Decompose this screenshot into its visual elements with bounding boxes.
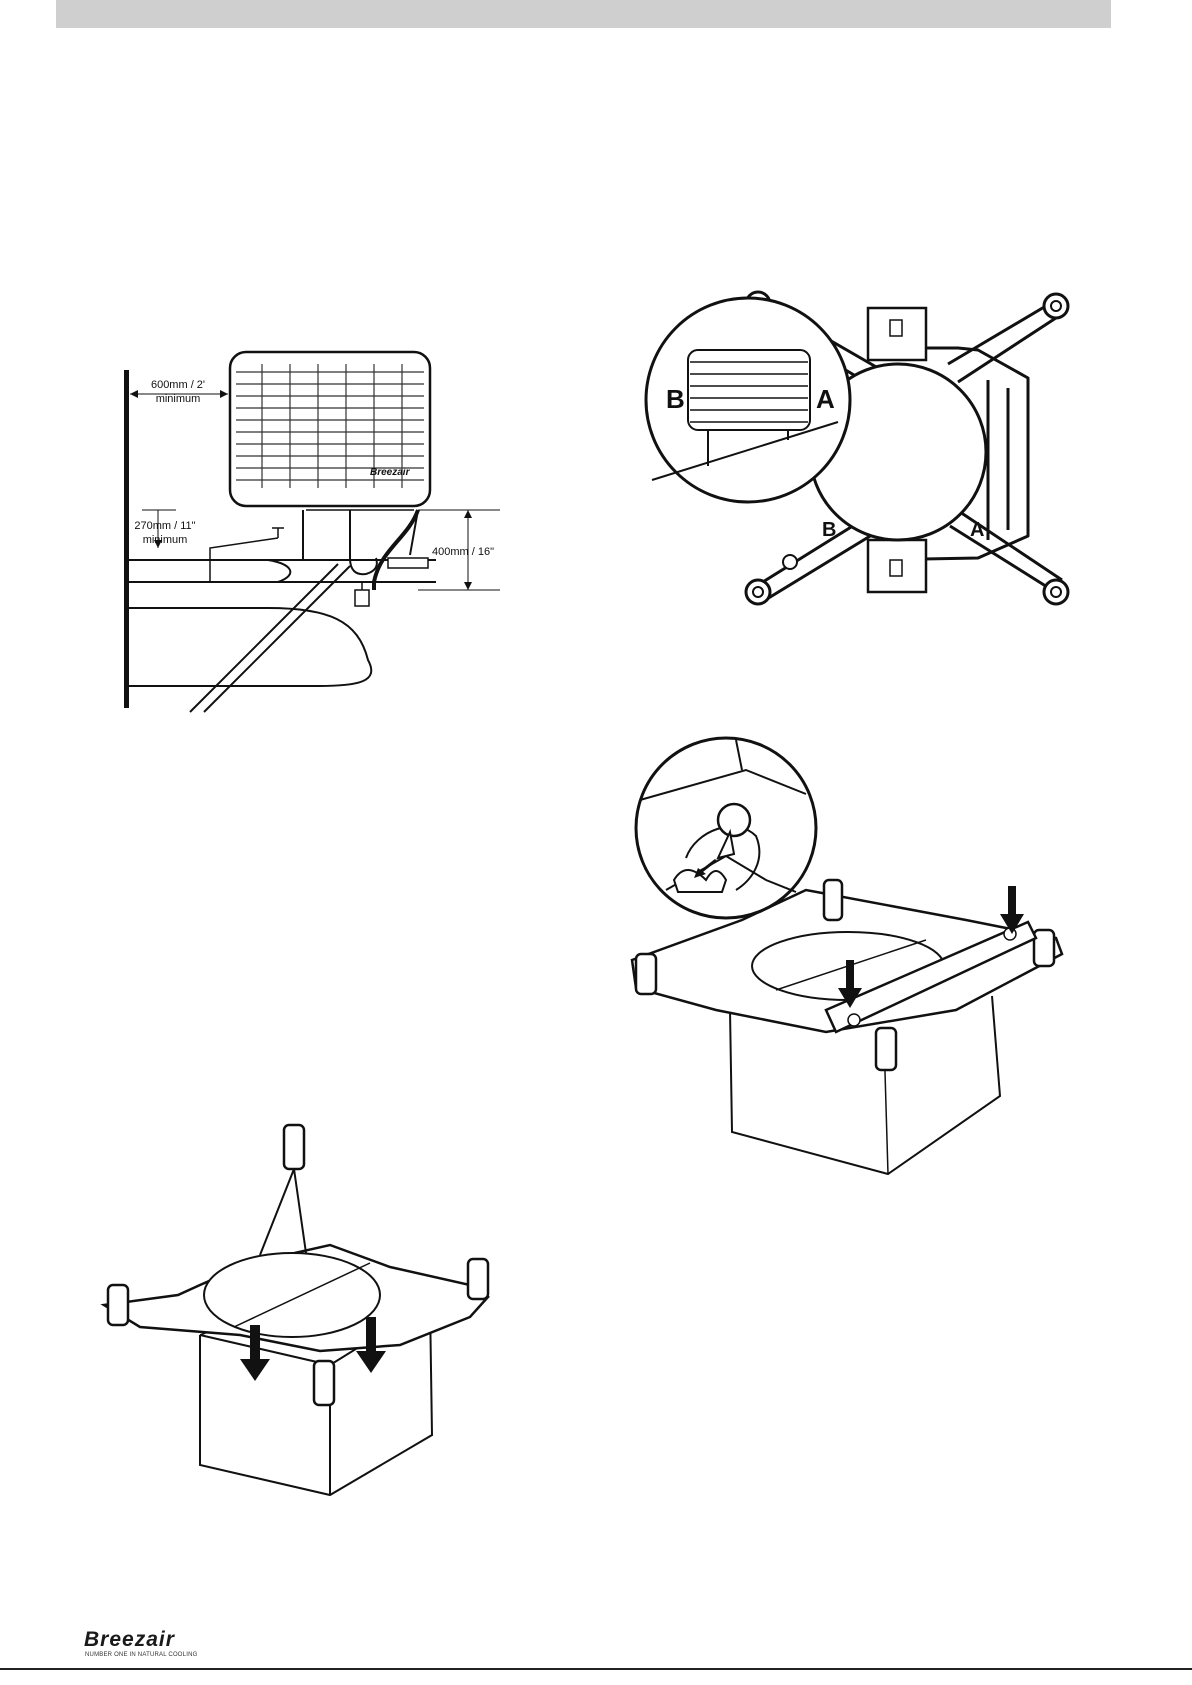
inset-label-b: B [666, 384, 685, 414]
brand-tagline: NUMBER ONE IN NATURAL COOLING [85, 1652, 197, 1658]
header-bar [56, 0, 1111, 28]
footer-rule [0, 1668, 1192, 1670]
clearance-diagram: Breezair 600mm / 2' minimum 270mm / 11" … [118, 350, 518, 715]
brand-wordmark: Breezair [84, 1628, 175, 1652]
base-lowering-diagram [100, 1095, 540, 1495]
frame-label-b: B [822, 519, 836, 541]
side-clearance-label: 600mm / 2' [151, 379, 205, 391]
inset-label-a: A [816, 384, 835, 414]
orientation-diagram: B A B A [648, 290, 1068, 620]
roof-height-label: 400mm / 16" [432, 546, 494, 558]
bottom-clearance-label: 270mm / 11" [134, 520, 195, 532]
base-fixing-diagram [626, 740, 1096, 1170]
side-clearance-note: minimum [156, 393, 201, 405]
frame-label-a: A [970, 519, 984, 541]
brand-logo: Breezair NUMBER ONE IN NATURAL COOLING [84, 1628, 224, 1662]
bottom-clearance-note: minimum [143, 534, 188, 546]
unit-badge: Breezair [370, 467, 411, 478]
